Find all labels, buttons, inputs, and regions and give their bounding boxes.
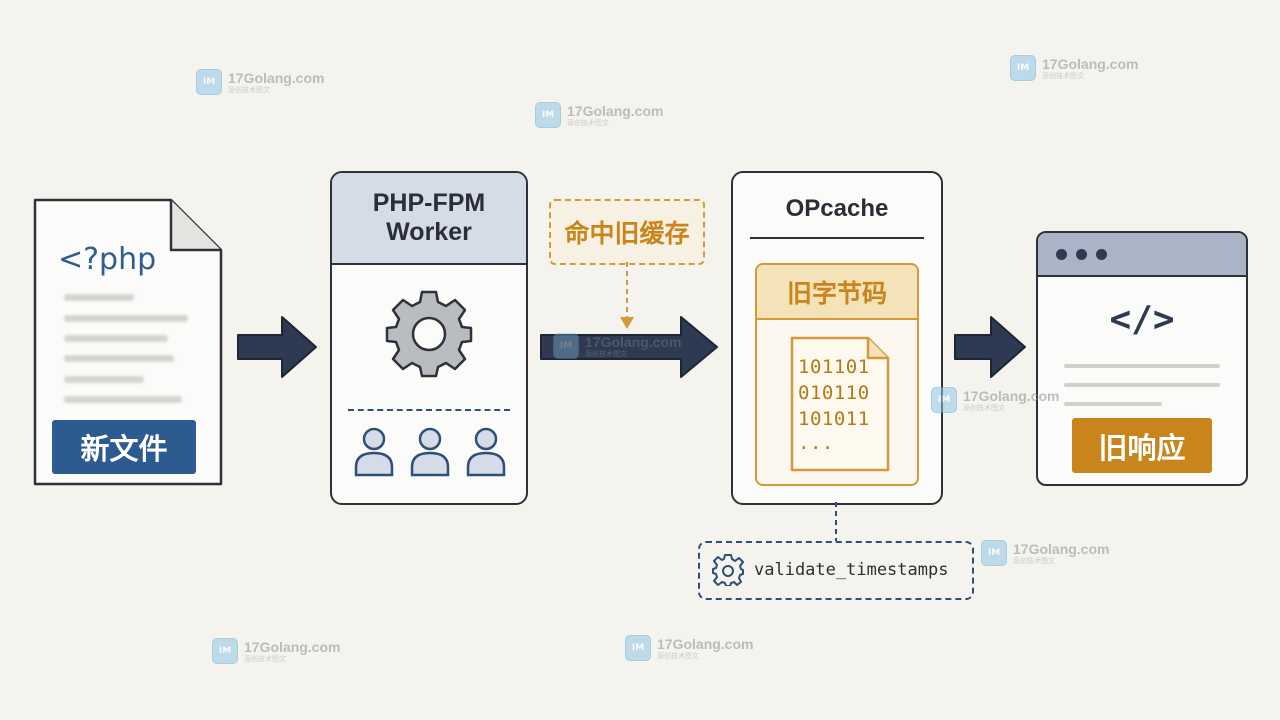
content-line — [1064, 383, 1220, 387]
worker-header: PHP-FPM Worker — [332, 173, 526, 265]
flow-arrow-2 — [540, 316, 718, 378]
cache-hit-label: 命中旧缓存 — [549, 199, 705, 265]
watermark-site: 17Golang.com — [963, 387, 1060, 404]
window-dot-icon — [1056, 249, 1067, 260]
watermark-site: 17Golang.com — [585, 333, 682, 350]
flow-arrow-3 — [954, 316, 1026, 378]
watermark-site: 17Golang.com — [567, 102, 664, 119]
watermark-site: 17Golang.com — [228, 69, 325, 86]
text-placeholder-line — [64, 355, 174, 362]
php-file-card — [33, 198, 223, 486]
php-fpm-worker-card: PHP-FPM Worker — [330, 171, 528, 505]
validate-timestamps-setting: validate_timestamps — [698, 541, 974, 600]
watermark-slogan: 源创技术图文 — [963, 403, 1005, 412]
watermark-site: 17Golang.com — [1013, 540, 1110, 557]
watermark-site: 17Golang.com — [657, 635, 754, 652]
old-bytecode-box: 旧字节码 — [755, 263, 919, 486]
window-dot-icon — [1096, 249, 1107, 260]
binary-line: 101011 — [798, 408, 870, 430]
watermark-logo-icon: IM — [1010, 55, 1036, 81]
watermark-logo-icon: IM — [931, 387, 957, 413]
text-placeholder-line — [64, 335, 168, 342]
bytecode-file-icon — [790, 336, 890, 472]
watermark-slogan: 源创技术图文 — [567, 118, 609, 127]
window-dot-icon — [1076, 249, 1087, 260]
gear-icon — [385, 290, 473, 378]
watermark-logo-icon: IM — [535, 102, 561, 128]
setting-connector — [835, 502, 837, 542]
code-icon: </> — [1109, 299, 1175, 340]
watermark-slogan: 源创技术图文 — [244, 654, 286, 663]
text-placeholder-line — [64, 294, 134, 301]
watermark-logo-icon: IM — [196, 69, 222, 95]
watermark-logo-icon: IM — [212, 638, 238, 664]
text-placeholder-line — [64, 396, 182, 403]
browser-response-card: </> 旧响应 — [1036, 231, 1248, 486]
binary-line: 010110 — [798, 382, 870, 404]
watermark-slogan: 源创技术图文 — [1042, 71, 1084, 80]
old-bytecode-label: 旧字节码 — [757, 265, 917, 320]
settings-gear-icon — [712, 554, 744, 586]
binary-line: 101101 — [798, 356, 870, 378]
worker-title-line1: PHP-FPM — [372, 188, 486, 217]
opcache-title: OPcache — [785, 195, 889, 222]
php-code-text: <?php — [58, 242, 157, 277]
watermark-slogan: 源创技术图文 — [228, 85, 270, 94]
cache-hit-pointer — [620, 262, 634, 329]
watermark-site: 17Golang.com — [1042, 55, 1139, 72]
opcache-divider — [750, 237, 924, 239]
new-file-label: 新文件 — [52, 420, 196, 474]
validate-timestamps-text: validate_timestamps — [754, 560, 949, 580]
watermark-logo-icon: IM — [981, 540, 1007, 566]
browser-titlebar — [1038, 233, 1246, 277]
opcache-card: OPcache 旧字节码 — [731, 171, 943, 505]
watermark-slogan: 源创技术图文 — [1013, 556, 1055, 565]
flow-arrow-1 — [237, 316, 317, 378]
old-response-label: 旧响应 — [1072, 418, 1212, 473]
worker-title-line2: Worker — [386, 218, 472, 246]
text-placeholder-line — [64, 376, 144, 383]
binary-line: ... — [798, 432, 834, 454]
watermark-slogan: 源创技术图文 — [657, 651, 699, 660]
worker-process-icons — [354, 427, 506, 477]
watermark-logo-icon: IM — [625, 635, 651, 661]
watermark-site: 17Golang.com — [244, 638, 341, 655]
content-line — [1064, 364, 1220, 368]
worker-divider — [348, 409, 510, 411]
watermark-logo-icon: IM — [553, 333, 579, 359]
watermark-slogan: 源创技术图文 — [585, 349, 627, 358]
content-line — [1064, 402, 1162, 406]
text-placeholder-line — [64, 315, 188, 322]
